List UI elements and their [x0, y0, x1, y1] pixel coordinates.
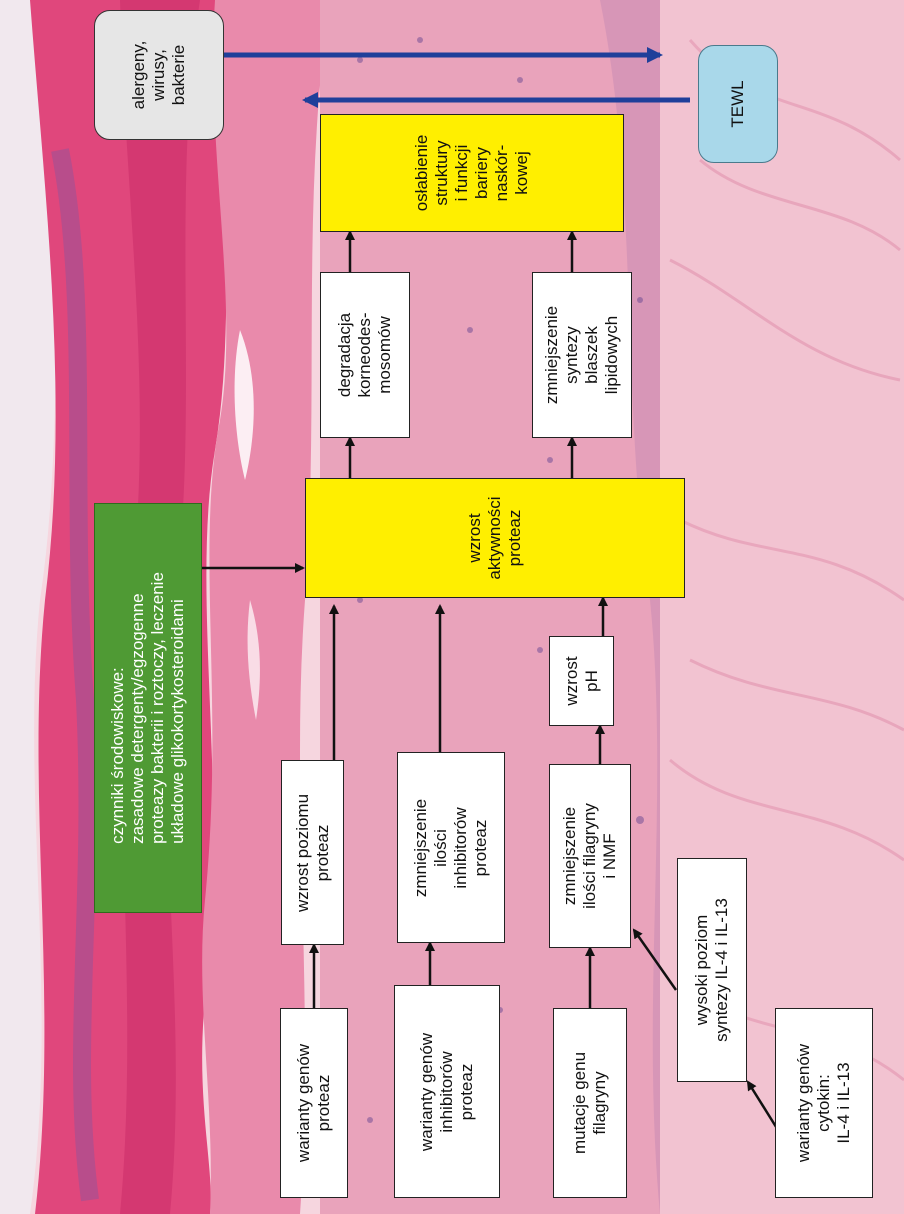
protease-level-increase-node: wzrost poziomuproteaz [281, 760, 344, 945]
lipid-synthesis-reduction-node: zmniejszeniesyntezyblaszeklipidowych [532, 272, 632, 438]
inhibitor-gene-variants-node: warianty genówinhibitorówproteaz [394, 985, 500, 1198]
inhibitor-reduction-node: zmniejszenieilościinhibitorówproteaz [397, 752, 505, 943]
filaggrin-mutations-node: mutacje genufilagryny [553, 1008, 627, 1198]
protease-gene-variants-node: warianty genówproteaz [280, 1008, 348, 1198]
il-synthesis-high-node: wysoki poziomsyntezy IL-4 i IL-13 [677, 858, 747, 1082]
barrier-weakening-node: osłabieniestrukturyi funkcjibarierynaskó… [320, 114, 624, 232]
filaggrin-nmf-reduction-node: zmniejszenieilości filagrynyi NMF [549, 764, 631, 948]
cytokine-gene-variants-node: warianty genówcytokin:IL-4 i IL-13 [775, 1008, 873, 1198]
tewl-node: TEWL [698, 45, 778, 163]
protease-activity-increase-node: wzrostaktywnościproteaz [305, 478, 685, 598]
allergens-node: alergeny,wirusy,bakterie [94, 10, 224, 140]
corneodesmosome-degradation-node: degradacjakorneodes-mosomów [320, 272, 410, 438]
ph-increase-node: wzrostpH [549, 636, 614, 726]
environmental-factors-node: czynniki środowiskowe:zasadowe detergent… [94, 503, 202, 913]
